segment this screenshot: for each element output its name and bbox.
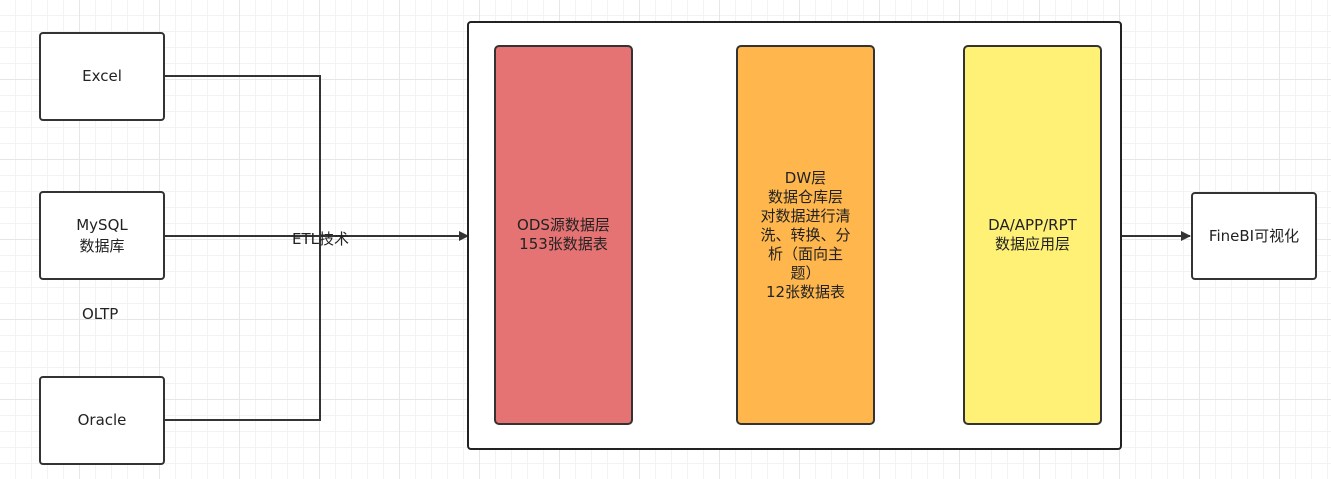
finebi-output: FineBI可视化 xyxy=(1191,192,1317,280)
excel-connector xyxy=(165,75,321,236)
oracle-label: Oracle xyxy=(77,411,127,429)
mysql-source: MySQL 数据库 xyxy=(39,191,165,280)
da-layer: DA/APP/RPT 数据应用层 xyxy=(963,45,1102,425)
ods-label: ODS源数据层 153张数据表 xyxy=(517,216,610,253)
excel-source: Excel xyxy=(39,32,165,121)
excel-label: Excel xyxy=(82,67,122,85)
ods-layer: ODS源数据层 153张数据表 xyxy=(494,45,633,425)
finebi-label: FineBI可视化 xyxy=(1208,226,1300,245)
oracle-connector xyxy=(165,236,321,421)
da-label: DA/APP/RPT 数据应用层 xyxy=(988,216,1077,253)
mysql-label: MySQL 数据库 xyxy=(76,215,128,255)
oltp-label: OLTP xyxy=(82,305,119,323)
dw-label: DW层 数据仓库层 对数据进行清 洗、转换、分 析（面向主 题） 12张数据表 xyxy=(760,168,851,301)
oracle-source: Oracle xyxy=(39,376,165,465)
etl-label: ETL技术 xyxy=(292,230,349,248)
dw-layer: DW层 数据仓库层 对数据进行清 洗、转换、分 析（面向主 题） 12张数据表 xyxy=(736,45,875,425)
